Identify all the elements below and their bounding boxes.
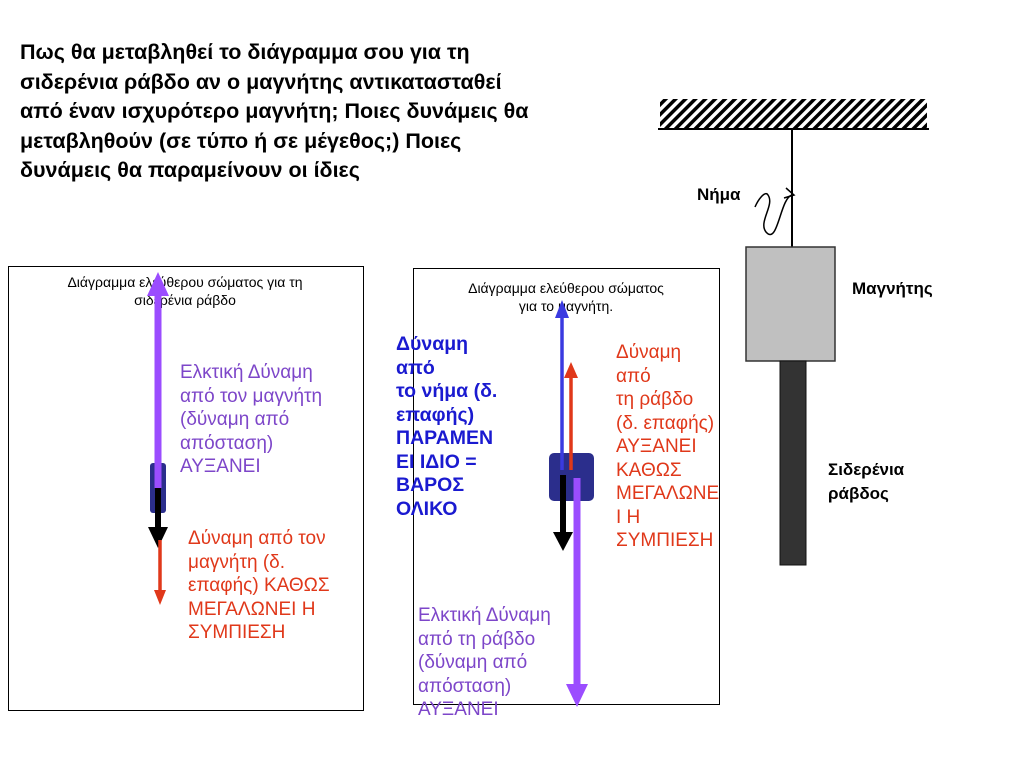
magnet-attraction-arrowhead bbox=[566, 684, 588, 707]
question-line: μεταβληθούν (σε τύπο ή σε μέγεθος;) Ποιε… bbox=[20, 128, 462, 153]
rod-fbd-box bbox=[8, 266, 364, 711]
label-line: ΚΑΘΩΣ bbox=[616, 459, 682, 481]
label-line: Δύναμη bbox=[616, 342, 682, 363]
label-line: ΣΥΜΠΙΕΣΗ bbox=[616, 530, 714, 551]
label-line: ΜΕΓΑΛΩΝΕΙ Η bbox=[188, 598, 316, 620]
label-line: ΑΥΞΑΝΕΙ bbox=[180, 456, 261, 477]
question-line: δυνάμεις θα παραμείνουν οι ίδιες bbox=[20, 158, 360, 182]
label-line: μαγνήτη (δ. bbox=[188, 551, 286, 573]
label-line: ΠΑΡΑΜΕΝ bbox=[396, 427, 494, 449]
label-line: από τον μαγνήτη bbox=[180, 385, 323, 407]
magnet-string-force-label: Δύναμη από το νήμα (δ. επαφής) ΠΑΡΑΜΕΝ Ε… bbox=[396, 333, 497, 521]
label-line: ΑΥΞΑΝΕΙ bbox=[418, 699, 499, 720]
string-label: Νήμα bbox=[697, 185, 741, 204]
magnet-weight-arrowhead bbox=[553, 532, 573, 551]
label-line: Ι Η bbox=[616, 506, 641, 528]
label-line: ΜΕΓΑΛΩΝΕ bbox=[616, 483, 720, 504]
label-line: επαφής) bbox=[396, 403, 475, 426]
label-line: ΟΛΙΚΟ bbox=[396, 497, 458, 520]
rod-magnetic-force-label: Ελκτική Δύναμη από τον μαγνήτη (δύναμη α… bbox=[180, 361, 322, 479]
iron-rod bbox=[779, 360, 807, 566]
rod-label: Σιδερένια ράβδος bbox=[828, 458, 904, 506]
label-line: ΕΙ ΙΔΙΟ = bbox=[396, 450, 477, 473]
rod-magnetic-arrowhead bbox=[147, 272, 169, 296]
magnet-fbd-title-line: Διάγραμμα ελεύθερου σώματος bbox=[468, 280, 664, 296]
label-line: ΑΥΞΑΝΕΙ bbox=[616, 436, 697, 457]
label-line: (δύναμη από bbox=[418, 652, 528, 673]
label-line: από τη ράβδο bbox=[418, 628, 536, 650]
label-line: επαφής) ΚΑΘΩΣ bbox=[188, 575, 330, 596]
magnet-rod-contact-force-label: Δύναμη από τη ράβδο (δ. επαφής) ΑΥΞΑΝΕΙ … bbox=[616, 341, 719, 553]
label-line: ράβδος bbox=[828, 484, 889, 503]
label-line: απόσταση) bbox=[418, 675, 512, 697]
question-text: Πως θα μεταβληθεί το διάγραμμα σου για τ… bbox=[20, 38, 630, 186]
label-line: Δύναμη από τον bbox=[188, 528, 326, 549]
label-line: (δύναμη από bbox=[180, 409, 290, 430]
rod-contact-arrowhead bbox=[154, 590, 166, 605]
label-line: Σιδερένια bbox=[828, 460, 905, 479]
ceiling-hatch bbox=[660, 99, 927, 129]
label-line: ΣΥΜΠΙΕΣΗ bbox=[188, 622, 286, 643]
rod-weight-arrowhead bbox=[148, 527, 168, 548]
magnet-fbd-title: Διάγραμμα ελεύθερου σώματος για το μαγνή… bbox=[415, 279, 717, 315]
rod-fbd-title-line: Διάγραμμα ελεύθερου σώματος για τη bbox=[67, 274, 303, 290]
magnet-fbd-title-line: για το μαγνήτη. bbox=[518, 298, 614, 314]
question-line: από έναν ισχυρότερο μαγνήτη; Ποιες δυνάμ… bbox=[20, 99, 529, 123]
label-line: (δ. επαφής) bbox=[616, 412, 715, 434]
label-line: Δύναμη bbox=[396, 333, 469, 355]
label-line: από bbox=[396, 356, 435, 379]
label-line: απόσταση) bbox=[180, 432, 274, 454]
label-line: Ελκτική Δύναμη bbox=[180, 362, 313, 383]
string-pointer bbox=[754, 193, 793, 236]
magnet-block bbox=[745, 246, 836, 362]
magnet-attraction-force-label: Ελκτική Δύναμη από τη ράβδο (δύναμη από … bbox=[418, 604, 551, 722]
magnet-label: Μαγνήτης bbox=[852, 279, 933, 298]
label-line: Ελκτική Δύναμη bbox=[418, 605, 551, 626]
magnet-string-arrowhead bbox=[555, 300, 569, 318]
string-pointer-tip bbox=[783, 187, 796, 199]
question-line: Πως θα μεταβληθεί το διάγραμμα σου για τ… bbox=[20, 40, 470, 64]
label-line: τη ράβδο bbox=[616, 389, 694, 410]
rod-contact-force-label: Δύναμη από τον μαγνήτη (δ. επαφής) ΚΑΘΩΣ… bbox=[188, 527, 330, 645]
question-line: σιδερένια ράβδο αν ο μαγνήτης αντικαταστ… bbox=[20, 69, 502, 94]
label-line: ΒΑΡΟΣ bbox=[396, 474, 465, 496]
label-line: το νήμα (δ. bbox=[396, 380, 498, 402]
label-line: από bbox=[616, 365, 651, 387]
magnet-contact-arrowhead bbox=[564, 362, 578, 378]
